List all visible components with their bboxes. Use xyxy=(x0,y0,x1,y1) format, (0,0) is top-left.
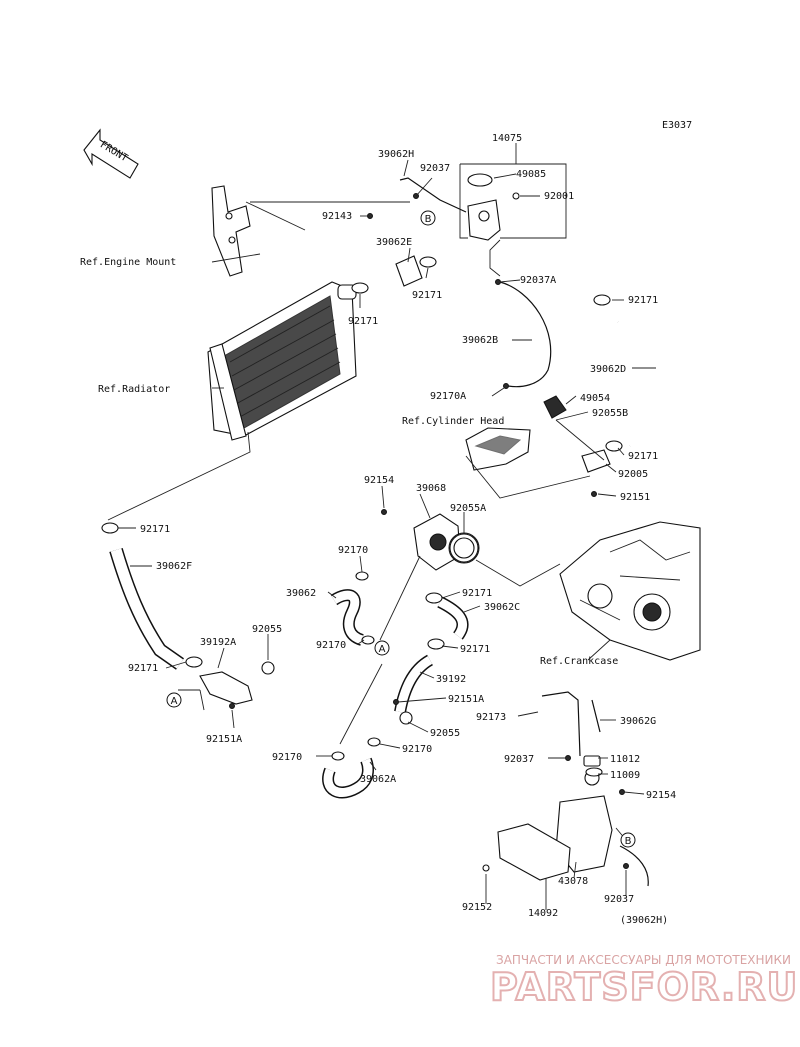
part-92055b: 92055B xyxy=(592,408,628,419)
part-39062a: 39062A xyxy=(360,774,396,785)
part-92151a-b: 92151A xyxy=(206,734,242,745)
part-92151: 92151 xyxy=(620,492,650,503)
callout-a-mid: A xyxy=(379,644,386,655)
callout-b-lower: B xyxy=(625,836,632,847)
part-92171-d: 92171 xyxy=(628,451,658,462)
part-92171-g: 92171 xyxy=(460,644,490,655)
part-14075: 14075 xyxy=(492,133,522,144)
callout-a-left: A xyxy=(171,696,178,707)
part-92055-b: 92055 xyxy=(430,728,460,739)
part-92170a: 92170A xyxy=(430,391,466,402)
part-39068: 39068 xyxy=(416,483,446,494)
watermark-brand: PARTSFOR.RU xyxy=(490,965,798,1009)
part-11009: 11009 xyxy=(610,770,640,781)
part-92037: 92037 xyxy=(420,163,450,174)
part-14092: 14092 xyxy=(528,908,558,919)
part-39062h-ref: (39062H) xyxy=(620,915,668,926)
part-92151a-a: 92151A xyxy=(448,694,484,705)
part-92037-b: 92037 xyxy=(504,754,534,765)
part-39062: 39062 xyxy=(286,588,316,599)
thermostat-housing xyxy=(467,173,520,241)
part-39062f: 39062F xyxy=(156,561,192,572)
engine-mount-bracket xyxy=(211,185,410,277)
part-92154-a: 92154 xyxy=(364,475,394,486)
part-39192: 39192 xyxy=(436,674,466,685)
front-arrow: FRONT xyxy=(83,128,139,179)
part-92170-c: 92170 xyxy=(402,744,432,755)
thermostat xyxy=(543,395,611,473)
part-92173: 92173 xyxy=(476,712,506,723)
part-39062d: 39062D xyxy=(590,364,626,375)
diagram-code: E3037 xyxy=(662,120,692,131)
part-92171-a: 92171 xyxy=(412,290,442,301)
part-92005: 92005 xyxy=(618,469,648,480)
part-92170-b: 92170 xyxy=(316,640,346,651)
reservoir-tank xyxy=(497,755,613,881)
part-92001: 92001 xyxy=(544,191,574,202)
part-92152: 92152 xyxy=(462,902,492,913)
part-92055-a: 92055 xyxy=(252,624,282,635)
ref-radiator: Ref.Radiator xyxy=(98,384,170,395)
part-92143: 92143 xyxy=(322,211,352,222)
part-92037a: 92037A xyxy=(520,275,556,286)
part-92171-f: 92171 xyxy=(462,588,492,599)
part-92170-d: 92170 xyxy=(272,752,302,763)
part-92055a: 92055A xyxy=(450,503,486,514)
callout-b-top: B xyxy=(425,214,432,225)
part-43078: 43078 xyxy=(558,876,588,887)
ref-engine-mount: Ref.Engine Mount xyxy=(80,257,176,268)
watermark-top-text: ЗАПЧАСТИ И АКСЕССУАРЫ ДЛЯ МОТОТЕХНИКИ xyxy=(496,953,791,967)
part-39062e: 39062E xyxy=(376,237,412,248)
part-92170-a: 92170 xyxy=(338,545,368,556)
radiator xyxy=(207,281,357,441)
part-49054: 49054 xyxy=(580,393,610,404)
part-39062g: 39062G xyxy=(620,716,656,727)
watermark: ЗАПЧАСТИ И АКСЕССУАРЫ ДЛЯ МОТОТЕХНИКИ PA… xyxy=(489,953,798,1010)
water-pump xyxy=(413,513,479,571)
part-92154-b: 92154 xyxy=(646,790,676,801)
part-49085: 49085 xyxy=(516,169,546,180)
part-39192a: 39192A xyxy=(200,637,236,648)
part-39062b: 39062B xyxy=(462,335,498,346)
cylinder-head-part xyxy=(465,427,531,471)
part-92037-c: 92037 xyxy=(604,894,634,905)
leader-lines xyxy=(107,143,656,910)
part-92171-c: 92171 xyxy=(628,295,658,306)
crankcase-part xyxy=(559,521,701,661)
part-92171-e: 92171 xyxy=(140,524,170,535)
clamps xyxy=(101,193,629,872)
ref-cylinder-head: Ref.Cylinder Head xyxy=(402,416,504,427)
part-labels: 14075 39062H 92037 49085 92001 92143 390… xyxy=(128,133,676,926)
ref-crankcase: Ref.Crankcase xyxy=(540,656,618,667)
part-11012: 11012 xyxy=(610,754,640,765)
ref-labels: Ref.Engine Mount Ref.Radiator Ref.Cylind… xyxy=(80,257,618,667)
hoses xyxy=(109,177,667,887)
part-39062h: 39062H xyxy=(378,149,414,160)
part-92171-b: 92171 xyxy=(348,316,378,327)
part-39062c: 39062C xyxy=(484,602,520,613)
callouts: B A A B xyxy=(166,210,636,848)
part-92171-h: 92171 xyxy=(128,663,158,674)
